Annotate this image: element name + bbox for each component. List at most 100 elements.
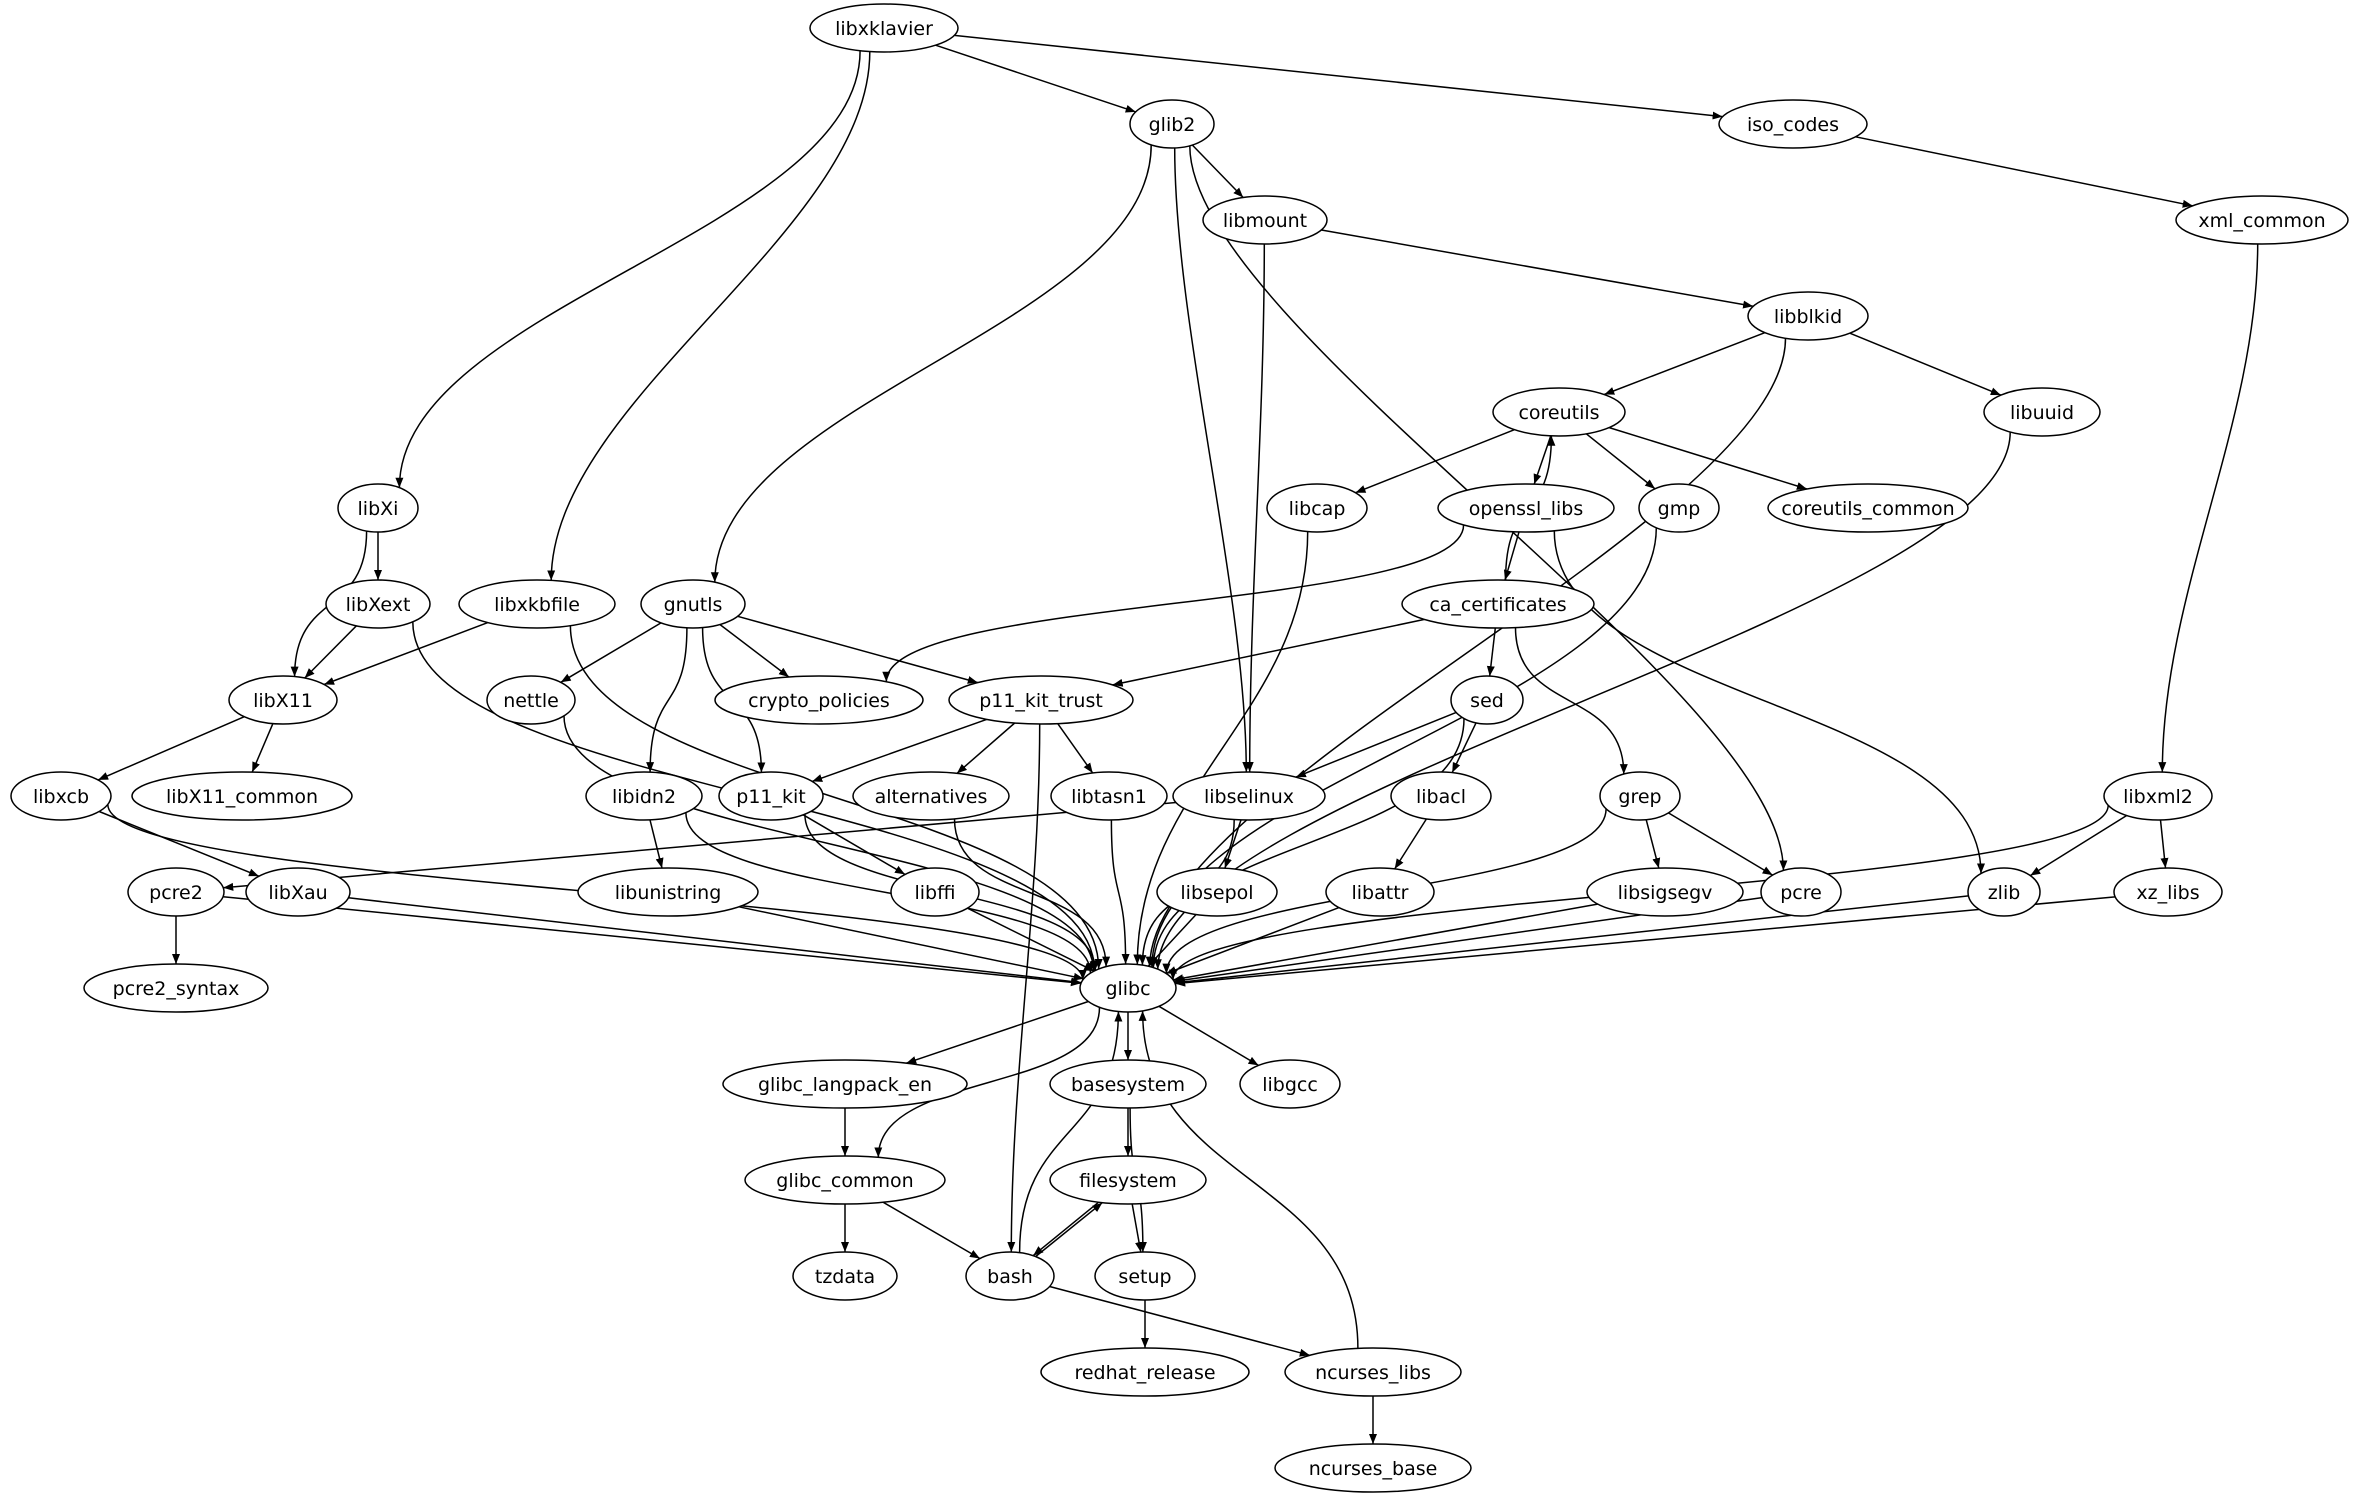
node-libattr: libattr — [1325, 867, 1435, 917]
node-label: libxkbfile — [494, 594, 580, 616]
edge-coreutils-to-coreutils_common — [1608, 426, 1808, 490]
node-label: libattr — [1352, 882, 1409, 904]
edge-p11_kit_trust-to-libtasn1 — [1057, 723, 1094, 774]
node-label: setup — [1118, 1266, 1171, 1288]
edge-zlib-to-glibc — [1174, 895, 1969, 986]
node-libgcc: libgcc — [1239, 1059, 1341, 1109]
edge-glib2-to-libmount — [1191, 144, 1244, 199]
node-label: libXi — [358, 498, 399, 520]
node-label: libsigsegv — [1618, 882, 1713, 904]
node-label: ca_certificates — [1429, 594, 1566, 616]
edge-coreutils-to-openssl_libs — [1533, 435, 1552, 485]
node-libX11: libX11 — [228, 675, 338, 725]
node-ca_certificates: ca_certificates — [1401, 579, 1595, 629]
edge-xml_common-to-libxml2 — [2158, 243, 2259, 773]
node-basesystem: basesystem — [1049, 1059, 1207, 1109]
node-pcre2: pcre2 — [127, 867, 225, 917]
node-libXau: libXau — [245, 867, 351, 917]
edge-libcap-to-glibc — [1133, 531, 1309, 965]
node-libsigsegv: libsigsegv — [1586, 867, 1744, 917]
node-label: libunistring — [615, 882, 722, 904]
edge-libselinux-to-pcre2 — [223, 801, 1176, 891]
node-libblkid: libblkid — [1747, 291, 1869, 341]
edge-coreutils-to-gmp — [1585, 433, 1656, 490]
edge-sed-to-glibc — [1149, 718, 1465, 968]
node-setup: setup — [1094, 1251, 1196, 1301]
node-glib2: glib2 — [1129, 99, 1215, 149]
edge-glibc_common-to-bash — [882, 1201, 981, 1260]
node-libtasn1: libtasn1 — [1050, 771, 1168, 821]
node-label: pcre2 — [149, 882, 203, 904]
edge-iso_codes-to-xml_common — [1855, 136, 2193, 208]
edge-libX11-to-libX11_common — [251, 723, 274, 773]
node-label: libXext — [346, 594, 411, 616]
edge-glibc-to-glibc_langpack_en — [905, 1000, 1089, 1064]
edge-openssl_libs-to-crypto_policies — [882, 524, 1465, 682]
edge-libblkid-to-libuuid — [1849, 332, 2002, 396]
node-libX11_common: libX11_common — [131, 771, 353, 821]
edge-p11_kit_trust-to-alternatives — [956, 722, 1016, 774]
node-label: libblkid — [1774, 306, 1842, 328]
edge-glibc-to-libgcc — [1158, 1005, 1259, 1067]
node-label: crypto_policies — [748, 690, 890, 712]
node-label: pcre — [1780, 882, 1822, 904]
node-label: glibc_common — [776, 1170, 913, 1192]
node-pcre2_syntax: pcre2_syntax — [83, 963, 269, 1013]
edge-libsigsegv-to-glibc — [1173, 903, 1598, 983]
node-libunistring: libunistring — [577, 867, 759, 917]
node-label: libidn2 — [612, 786, 676, 808]
edge-filesystem-to-setup — [1131, 1203, 1143, 1253]
node-label: coreutils — [1518, 402, 1599, 424]
edge-xz_libs-to-glibc — [1175, 896, 2116, 987]
edge-libidn2-to-glibc — [685, 812, 1095, 974]
node-filesystem: filesystem — [1049, 1155, 1207, 1205]
edge-gnutls-to-crypto_policies — [719, 623, 790, 678]
node-label: libtasn1 — [1071, 786, 1147, 808]
node-label: libxklavier — [835, 18, 933, 40]
edge-libattr-to-glibc — [1165, 906, 1340, 975]
node-label: libuuid — [2010, 402, 2074, 424]
node-label: libgcc — [1262, 1074, 1318, 1096]
node-alternatives: alternatives — [852, 771, 1010, 821]
edge-openssl_libs-to-zlib — [1553, 530, 1985, 874]
node-label: alternatives — [875, 786, 988, 808]
node-label: libmount — [1223, 210, 1307, 232]
edge-libmount-to-libblkid — [1321, 229, 1754, 309]
node-coreutils_common: coreutils_common — [1767, 483, 1969, 533]
node-label: tzdata — [815, 1266, 875, 1288]
edge-alternatives-to-glibc — [953, 818, 1111, 967]
edge-libxml2-to-zlib — [2029, 814, 2128, 877]
node-label: libcap — [1289, 498, 1346, 520]
node-iso_codes: iso_codes — [1718, 99, 1868, 149]
node-libxkbfile: libxkbfile — [458, 579, 616, 629]
node-label: glib2 — [1149, 114, 1196, 136]
edge-bash-to-filesystem — [1035, 1202, 1103, 1258]
node-sed: sed — [1450, 675, 1524, 725]
node-libidn2: libidn2 — [585, 771, 703, 821]
edge-ca_certificates-to-p11_kit_trust — [1112, 618, 1425, 687]
node-glibc_common: glibc_common — [744, 1155, 946, 1205]
edge-libxklavier-to-libXi — [395, 50, 861, 488]
node-xml_common: xml_common — [2175, 195, 2349, 245]
node-label: pcre2_syntax — [113, 978, 240, 1000]
node-pcre: pcre — [1760, 867, 1842, 917]
node-p11_kit_trust: p11_kit_trust — [948, 675, 1134, 725]
edge-libmount-to-libselinux — [1245, 243, 1266, 773]
edge-libxkbfile-to-glibc — [569, 625, 1103, 970]
edge-gnutls-to-p11_kit_trust — [737, 615, 978, 684]
node-label: ncurses_libs — [1315, 1362, 1431, 1384]
edge-libffi-to-glibc — [967, 907, 1095, 972]
edge-libidn2-to-libunistring — [649, 819, 664, 869]
edge-libxklavier-to-libxkbfile — [547, 51, 871, 581]
node-label: libXau — [268, 882, 327, 904]
edge-p11_kit_trust-to-p11_kit — [811, 718, 987, 783]
node-label: nettle — [503, 690, 559, 712]
edge-libxklavier-to-glib2 — [935, 44, 1136, 113]
edge-nettle-to-glibc — [563, 715, 1098, 972]
node-label: redhat_release — [1074, 1362, 1215, 1384]
node-tzdata: tzdata — [792, 1251, 898, 1301]
node-libxklavier: libxklavier — [809, 3, 959, 53]
node-gnutls: gnutls — [640, 579, 746, 629]
edge-libX11-to-libxcb — [97, 716, 245, 781]
